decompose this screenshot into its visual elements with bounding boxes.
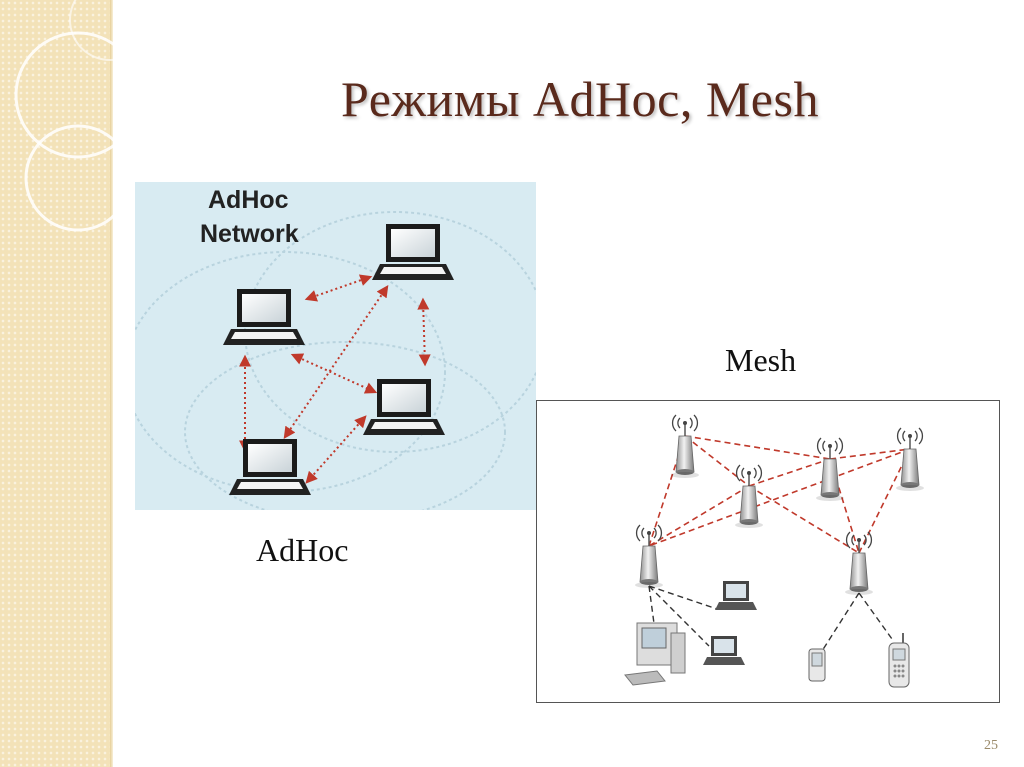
- adhoc-network-image: AdHoc Network: [135, 182, 536, 510]
- laptop-icon: [229, 439, 311, 495]
- adhoc-heading-line1: AdHoc: [208, 186, 289, 214]
- laptop-icon: [703, 636, 745, 665]
- page-number: 25: [984, 738, 998, 753]
- mesh-network-image: [536, 400, 1000, 703]
- adhoc-heading-line2: Network: [200, 220, 299, 248]
- mesh-caption: Mesh: [725, 342, 797, 378]
- laptop-icon: [363, 379, 445, 435]
- mesh-router-icon: [844, 531, 874, 596]
- mesh-router-icon: [670, 414, 700, 479]
- laptop-icon: [372, 224, 454, 280]
- client-links: [648, 585, 893, 652]
- laptop-icon: [715, 581, 757, 610]
- mesh-links: [648, 435, 911, 554]
- decorative-rings: [14, 0, 130, 232]
- mesh-router-icon: [734, 464, 764, 529]
- adhoc-links: [239, 274, 431, 484]
- pda-icon: [808, 648, 826, 682]
- laptop-icon: [223, 289, 305, 345]
- sidebar-edge: [110, 0, 113, 767]
- desktop-computer-icon: [624, 622, 686, 686]
- mesh-router-icon: [895, 427, 925, 492]
- slide-title: Режимы AdHoc, Mesh: [341, 71, 819, 127]
- mobile-phone-icon: [888, 633, 910, 688]
- adhoc-caption: AdHoc: [256, 532, 349, 568]
- mesh-router-icon: [634, 524, 664, 589]
